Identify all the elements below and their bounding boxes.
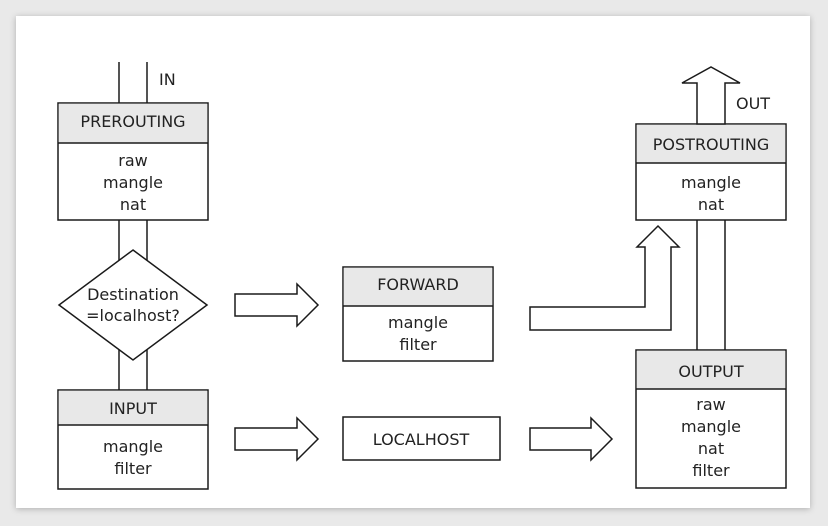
output-box	[635, 349, 787, 489]
prerouting-title: PREROUTING	[80, 112, 185, 131]
prerouting-table-raw: raw	[118, 151, 147, 170]
input-box	[57, 389, 209, 490]
arrow-input-localhost	[234, 416, 320, 462]
input-table-mangle: mangle	[103, 437, 163, 456]
arrow-localhost-output	[529, 416, 614, 462]
postrouting-header	[636, 124, 786, 163]
decision-diamond	[57, 249, 209, 361]
decision-line-2: =localhost?	[86, 306, 180, 325]
decision-line-1: Destination	[87, 285, 179, 304]
diagram-canvas: IN OUT PREROUTING raw mangle nat Destina…	[16, 16, 810, 508]
output-table-nat: nat	[698, 439, 724, 458]
output-table-filter: filter	[692, 461, 730, 480]
postrouting-table-nat: nat	[698, 195, 724, 214]
arrow-forward-postrouting	[529, 224, 681, 331]
postrouting-box	[635, 123, 787, 221]
output-header	[636, 350, 786, 389]
output-table-raw: raw	[696, 395, 725, 414]
prerouting-table-nat: nat	[120, 195, 146, 214]
forward-table-mangle: mangle	[388, 313, 448, 332]
arrow-decision-forward	[234, 282, 320, 328]
out-arrow	[681, 66, 741, 125]
forward-box	[342, 266, 494, 362]
postrouting-title: POSTROUTING	[653, 135, 769, 154]
output-title: OUTPUT	[678, 362, 743, 381]
localhost-title: LOCALHOST	[373, 430, 470, 449]
iptables-flow-diagram: IN OUT PREROUTING raw mangle nat Destina…	[57, 62, 787, 490]
prerouting-table-mangle: mangle	[103, 173, 163, 192]
forward-title: FORWARD	[377, 275, 459, 294]
prerouting-header	[58, 103, 208, 143]
out-label: OUT	[736, 94, 770, 113]
postrouting-table-mangle: mangle	[681, 173, 741, 192]
input-title: INPUT	[109, 399, 157, 418]
localhost-box	[342, 416, 501, 461]
input-header	[58, 390, 208, 425]
output-table-mangle: mangle	[681, 417, 741, 436]
forward-header	[343, 267, 493, 306]
prerouting-box	[57, 102, 209, 221]
in-label: IN	[159, 70, 176, 89]
forward-table-filter: filter	[399, 335, 437, 354]
input-table-filter: filter	[114, 459, 152, 478]
